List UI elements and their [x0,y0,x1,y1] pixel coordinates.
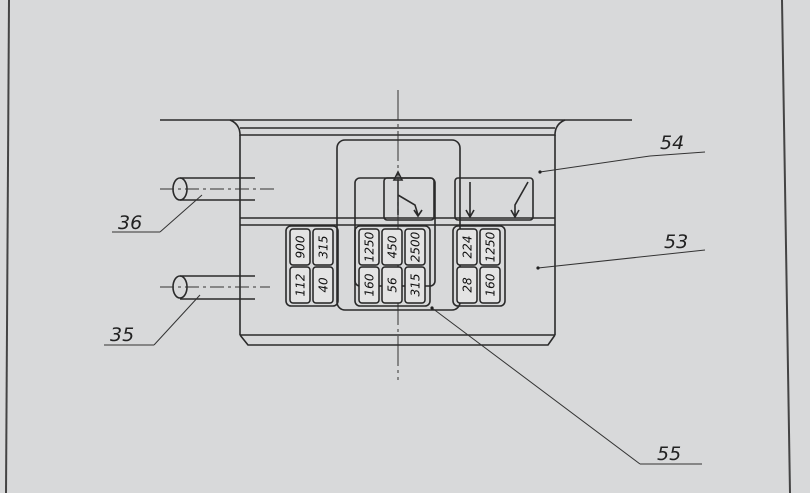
speed-cell [456,266,478,304]
label-53: 53 [664,231,688,253]
leader-35 [104,294,201,346]
label-55: 55 [657,443,681,465]
speed-value: 28 [461,277,475,293]
leader-54 [538,151,706,174]
speed-cell [404,228,426,266]
speed-value: 112 [294,274,308,297]
label-35: 35 [110,324,134,346]
shaft-36 [160,177,278,201]
speed-value: 315 [409,274,423,297]
speed-cell [358,228,380,266]
speed-cell [479,228,501,266]
speed-cell [479,266,501,304]
speed-value: 1250 [484,231,498,262]
frame-left-border [5,0,10,493]
speed-cell [381,228,403,266]
speed-cell [358,266,380,304]
speed-value: 40 [317,277,331,293]
leader-53 [536,249,706,270]
speed-value: 56 [386,277,400,293]
label-54: 54 [660,132,684,154]
speed-value: 315 [317,236,331,259]
leader-36 [112,194,203,233]
speed-cell [456,228,478,266]
speed-cell [289,266,311,304]
speed-value: 450 [386,235,400,258]
speed-cell [289,228,311,266]
speed-value: 1250 [363,231,377,262]
speed-value: 160 [363,273,377,296]
speed-table-center [354,225,431,307]
speed-table-left [285,225,339,307]
speed-cell [381,266,403,304]
leader-55 [430,306,702,465]
speed-value: 224 [461,236,475,259]
speed-value: 900 [294,235,308,258]
speed-value: 2500 [409,231,423,262]
shaft-35 [160,275,270,300]
label-36: 36 [118,212,142,234]
speed-table-right [452,225,506,307]
speed-cell [312,228,334,266]
speed-cell [312,266,334,304]
right-window [454,177,534,221]
speed-value: 160 [484,273,498,296]
frame-right-border [781,0,791,493]
speed-cell [404,266,426,304]
